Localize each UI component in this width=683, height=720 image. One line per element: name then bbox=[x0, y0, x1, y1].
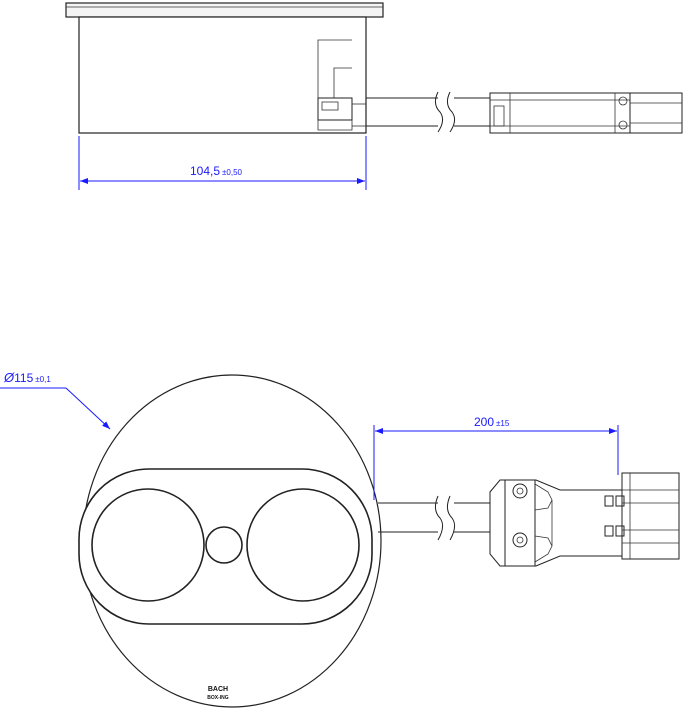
cable-length-tolerance: ±15 bbox=[496, 419, 510, 428]
brand-logo: BACH BOX-ING bbox=[207, 683, 229, 701]
top-cable bbox=[378, 495, 490, 541]
diameter-symbol: Ø bbox=[3, 370, 15, 385]
logo-line2: BOX-ING bbox=[207, 695, 229, 701]
diameter-tolerance: ±0,1 bbox=[35, 375, 51, 384]
logo-line1: BACH bbox=[208, 686, 228, 693]
socket-left bbox=[91, 488, 205, 602]
side-connector bbox=[489, 92, 683, 134]
side-width-dimension: 104,5±0,50 bbox=[78, 136, 367, 190]
top-view: BACH BOX-ING bbox=[0, 370, 680, 708]
svg-text:Ø115±0,1: Ø115±0,1 bbox=[3, 370, 51, 385]
center-button bbox=[205, 526, 243, 564]
svg-text:200±15: 200±15 bbox=[474, 415, 510, 429]
cable-length-value: 200 bbox=[474, 415, 494, 429]
socket-right bbox=[246, 488, 360, 602]
diameter-value: 115 bbox=[14, 371, 33, 385]
cable-length-dimension: 200±15 bbox=[373, 415, 619, 500]
side-width-value: 104,5 bbox=[190, 164, 220, 178]
side-view: 104,5±0,50 bbox=[65, 2, 683, 190]
diameter-dimension: Ø115±0,1 bbox=[0, 370, 111, 430]
top-connector bbox=[489, 472, 680, 567]
side-cable bbox=[366, 91, 490, 133]
svg-text:104,5±0,50: 104,5±0,50 bbox=[190, 164, 243, 178]
side-width-tolerance: ±0,50 bbox=[222, 168, 243, 177]
side-body bbox=[78, 16, 367, 134]
side-flange bbox=[65, 2, 384, 18]
side-inner-detail bbox=[317, 39, 366, 131]
